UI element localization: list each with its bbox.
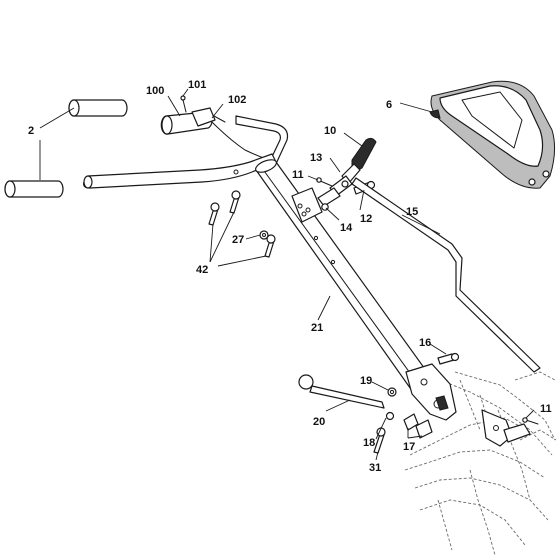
leader-lines [39,88,535,461]
nut-27 [259,230,269,240]
handle-mount-plate [405,363,457,421]
bolt-16 [437,352,460,365]
callout-11-lower: 11 [540,403,552,415]
callout-17: 17 [403,441,415,453]
callout-13: 13 [310,152,322,164]
callout-6: 6 [386,99,392,111]
handle-tube [255,159,441,403]
callout-16: 16 [419,337,431,349]
callout-31: 31 [369,462,381,474]
engine-cover [429,80,556,189]
callout-14: 14 [340,222,353,234]
callout-10: 10 [324,125,336,137]
bolts-42 [208,190,276,258]
throttle-control [160,95,271,161]
hand-grip-upper [68,99,128,117]
shift-lever [317,137,377,207]
lever-20 [298,374,385,409]
pin-lower [522,417,539,425]
callout-labels: 2 100 101 102 6 10 13 11 14 12 15 27 42 … [28,79,552,474]
tiller-body-outline [404,371,557,556]
callout-100: 100 [146,85,164,97]
callout-102: 102 [228,94,246,106]
hand-grip-lower [4,180,64,198]
lower-bracket [481,409,531,447]
callout-20: 20 [313,416,325,428]
callout-21: 21 [311,322,323,334]
callout-11-upper: 11 [292,169,304,181]
washer-18 [385,411,395,421]
callout-27: 27 [232,234,244,246]
washer-19 [387,387,397,397]
shift-rod [351,177,541,373]
callout-42: 42 [196,264,208,276]
pin-upper [316,177,333,187]
handlebar-lower [83,153,277,189]
callout-15: 15 [406,206,418,218]
callout-19: 19 [360,375,372,387]
callout-18: 18 [363,437,375,449]
callout-12: 12 [360,213,372,225]
shift-bracket [291,187,323,223]
callout-101: 101 [188,79,206,91]
callout-2: 2 [28,125,34,137]
clips-17 [403,413,433,439]
